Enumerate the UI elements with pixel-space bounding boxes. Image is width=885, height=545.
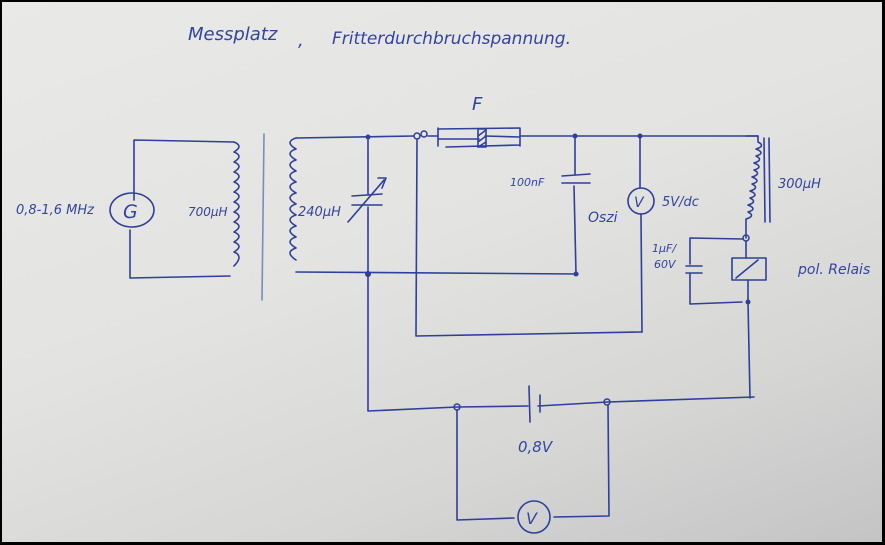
coupling-capacitor: 100nF	[510, 133, 591, 277]
wire-fritter-return	[415, 138, 643, 337]
fritter-tube	[437, 127, 521, 148]
wire-voltmeter-right	[553, 404, 610, 518]
relay-diagonal	[735, 259, 759, 279]
resonant-circuit: 240µH	[289, 134, 579, 277]
choke-core	[763, 137, 771, 223]
variable-capacitor	[351, 137, 383, 275]
oscilloscope-circle	[627, 187, 655, 215]
fritter-hatch	[477, 129, 487, 148]
title-subtitle: Fritterdurchbruchspannung.	[332, 29, 571, 49]
fritter-label: F	[472, 94, 483, 115]
voltmeter-circle	[517, 500, 551, 534]
wire-voltmeter-left	[456, 409, 515, 521]
primary-coil	[233, 141, 240, 267]
variable-capacitor-arrow	[347, 177, 387, 223]
capacitor-100nf	[561, 135, 591, 275]
battery	[528, 385, 541, 423]
generator-loop: G 0,8-1,6 MHz 700µH	[16, 139, 240, 279]
choke: 300µH	[745, 135, 821, 239]
secondary-coil-label: 240µH	[298, 205, 341, 220]
wire-top-left	[295, 135, 415, 139]
oscilloscope: V 5V/dc Oszi	[588, 133, 699, 333]
title-heading: Messplatz	[188, 24, 278, 45]
oscilloscope-label: Oszi	[588, 210, 618, 226]
title-separator: ,	[298, 30, 304, 51]
wire-bias-left	[367, 273, 529, 412]
wire-bottom-middle	[295, 271, 579, 275]
choke-label: 300µH	[778, 177, 821, 192]
choke-coil	[745, 135, 763, 239]
terminal-node	[413, 132, 421, 140]
generator-circle	[109, 192, 155, 228]
relay-capacitor-value: 1µF/	[652, 242, 677, 255]
relay-capacitor	[685, 237, 744, 305]
wire-oscilloscope	[639, 135, 643, 333]
generator-frequency-label: 0,8-1,6 MHz	[16, 203, 95, 218]
wire-relay-down	[747, 301, 751, 399]
fritter-filling	[477, 128, 487, 148]
relay-section: 1µF/ 60V pol. Relais	[652, 234, 870, 399]
bias-loop: 0,8V V	[367, 273, 755, 534]
battery-voltage: 0,8V	[518, 438, 554, 456]
relay-capacitor-voltage: 60V	[654, 258, 677, 271]
fritter: F	[413, 94, 759, 148]
oscilloscope-scale: 5V/dc	[662, 195, 699, 210]
primary-coil-label: 700µH	[188, 205, 228, 219]
node	[573, 271, 579, 277]
generator-symbol: G	[123, 201, 138, 223]
node	[365, 134, 371, 140]
secondary-coil	[289, 137, 297, 261]
wire-bias-right	[537, 396, 755, 407]
relay-label: pol. Relais	[797, 262, 870, 278]
terminal-node	[420, 130, 428, 138]
coupling-capacitor-label: 100nF	[510, 176, 545, 189]
relay-coil-box	[731, 257, 767, 281]
coupling-line	[261, 133, 265, 301]
wire-generator-bottom	[129, 229, 231, 279]
oscilloscope-symbol: V	[634, 195, 645, 211]
voltmeter-symbol: V	[526, 509, 538, 528]
wire-generator-top	[133, 139, 235, 201]
terminal-node	[603, 398, 611, 406]
